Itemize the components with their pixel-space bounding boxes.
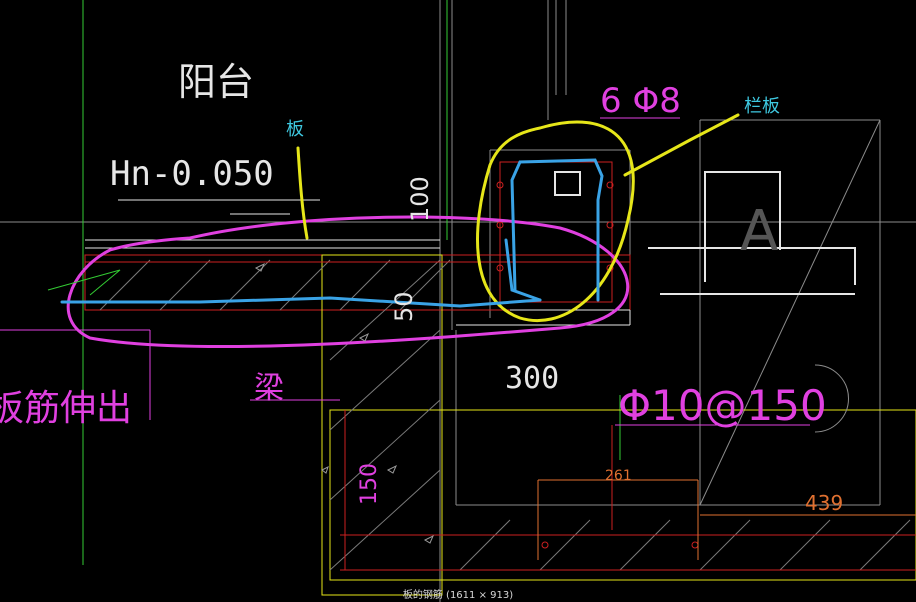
column-detail [456, 171, 856, 326]
hatch-triangles [254, 262, 434, 544]
grid-A-label: A [740, 199, 778, 264]
rebar-top-label: 6 Φ8 [600, 81, 681, 121]
rebar-lines [85, 161, 916, 571]
beam-label: 梁 [254, 371, 284, 406]
magenta-slab-circle [66, 215, 630, 349]
dimension-439-label: 439 [805, 491, 843, 515]
dimension-100-label: 100 [406, 176, 434, 222]
slab-note-label: 板 [286, 119, 304, 140]
stirrup-label: Φ10@150 [618, 381, 827, 430]
elevation-label: Hn-0.050 [110, 154, 274, 194]
drawing-labels: 阳台 Hn-0.050 板 栏板 100 6 Φ8 A 梁 50 300 Φ10… [0, 60, 843, 515]
grid-bubble-arc [814, 364, 849, 433]
annotation-strokes [60, 113, 740, 349]
railing-note-label: 栏板 [744, 96, 780, 117]
yellow-railing-leader [623, 113, 740, 177]
dimension-300-label: 300 [505, 361, 559, 396]
dimension-150-label: 150 [357, 463, 382, 505]
rebar-extend-label: 板筋伸出 [0, 388, 132, 429]
dimension-261-label: 261 [605, 468, 632, 484]
yellow-slab-leader [296, 146, 309, 240]
cyan-rebar-hook [510, 158, 604, 302]
green-arrow [47, 269, 121, 296]
cyan-rebar-up [504, 238, 542, 302]
balcony-label: 阳台 [178, 60, 254, 104]
magenta-leaders [0, 117, 810, 426]
balcony-edge [85, 199, 440, 249]
cyan-slab-rebar [60, 296, 542, 308]
image-caption: 板的钢筋 (1611 × 913) [402, 590, 514, 601]
dimension-50-label: 50 [390, 291, 418, 322]
yellow-railing-circle [476, 120, 635, 323]
